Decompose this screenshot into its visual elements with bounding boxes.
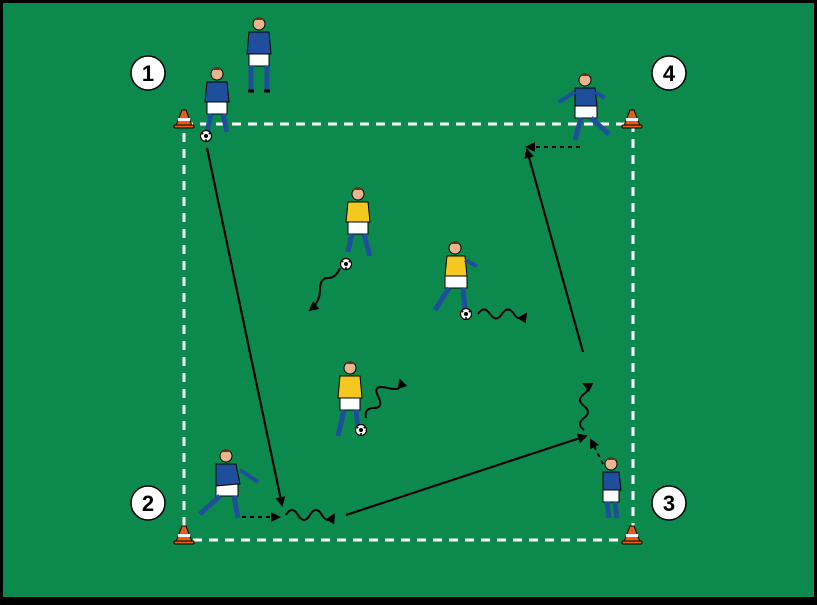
player-1-with-ball <box>204 67 230 133</box>
corner-label-1-text: 1 <box>142 61 154 86</box>
ball-center-bottom <box>354 423 368 437</box>
drill-square <box>182 122 635 542</box>
bib-player-bottom <box>335 361 363 437</box>
dribble-arrow-3 <box>579 383 594 431</box>
bib-player-right <box>432 241 478 312</box>
ball-center-right <box>459 307 473 321</box>
player-1-waiting <box>246 17 272 93</box>
dribble-arrow-center-right <box>477 308 528 324</box>
player-2 <box>198 449 260 519</box>
dribble-arrow-2 <box>285 509 336 525</box>
bib-player-top <box>345 187 373 257</box>
pass-arrow-1-to-2 <box>205 147 286 507</box>
player-3 <box>602 457 622 519</box>
player-4 <box>557 73 611 141</box>
pass-arrow-2-to-3 <box>345 433 588 517</box>
corner-label-3: 3 <box>651 485 687 521</box>
corner-label-4: 4 <box>651 55 687 91</box>
pitch-area <box>3 3 814 597</box>
ball-center-top <box>339 257 353 271</box>
ball-1 <box>199 129 213 143</box>
dribble-arrow-center-bottom <box>364 378 408 419</box>
dribble-arrow-center-top <box>308 267 341 312</box>
corner-label-1: 1 <box>130 55 166 91</box>
corner-label-3-text: 3 <box>663 491 675 516</box>
corner-label-2-text: 2 <box>142 491 154 516</box>
corner-label-2: 2 <box>130 485 166 521</box>
corner-label-4-text: 4 <box>663 61 676 86</box>
pass-arrow-3-to-4 <box>524 148 585 353</box>
